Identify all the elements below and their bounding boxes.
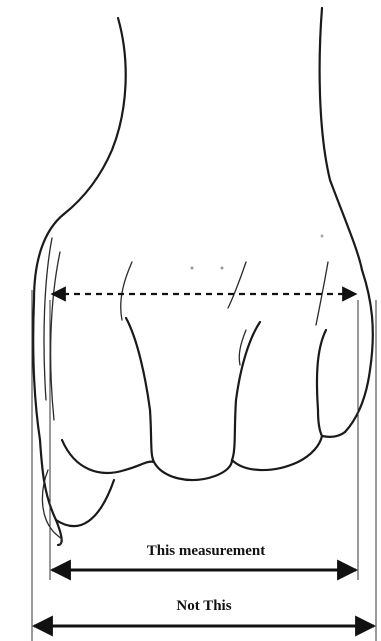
wrist-left-outline (64, 18, 126, 214)
smudge-mark (191, 267, 194, 270)
fingers-bottom-outline (62, 432, 345, 480)
knuckle-ridge-2 (228, 262, 246, 308)
thumb-inner-line-2 (51, 252, 60, 420)
finger-crease-1 (126, 318, 154, 462)
smudge-mark (321, 235, 324, 238)
knuckle-ridge-1 (121, 262, 132, 320)
thumb-tip (42, 470, 62, 545)
wrist-right-outline (320, 8, 362, 270)
palm-bottom-outline (56, 480, 114, 526)
measurement-label: This measurement (147, 543, 265, 559)
finger-crease-2 (232, 322, 260, 460)
not-this-label: Not This (176, 598, 231, 614)
finger-crease-3 (317, 330, 326, 436)
smudge-mark (221, 267, 224, 270)
